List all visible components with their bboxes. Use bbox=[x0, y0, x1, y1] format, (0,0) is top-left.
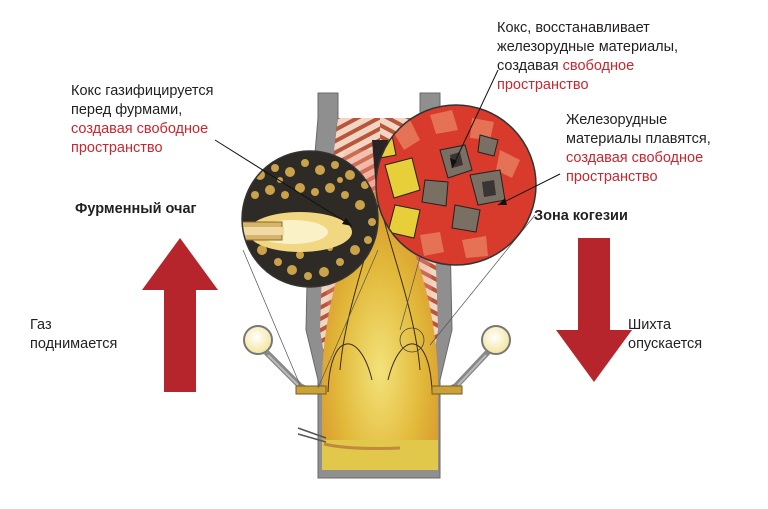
coke-gasified-line4: пространство bbox=[71, 140, 163, 156]
burden-descends-line2: опускается bbox=[628, 336, 703, 352]
burden-descends-label: Шихта опускается bbox=[628, 316, 702, 354]
coke-gasified-line2: перед фурмами, bbox=[71, 102, 183, 118]
left-tuyere bbox=[243, 325, 327, 395]
cohesive-zone-zoom-circle bbox=[376, 105, 536, 265]
coke-gasified-line1: Кокс газифицируется bbox=[71, 83, 214, 99]
gas-rises-line1: Газ bbox=[30, 317, 52, 333]
raceway-zoom-circle bbox=[242, 151, 378, 287]
gas-rises-arrow bbox=[142, 238, 218, 392]
raceway-label: Фурменный очаг bbox=[75, 201, 197, 217]
ore-melts-line2: материалы плавятся, bbox=[566, 131, 711, 147]
ore-melts-line4: пространство bbox=[566, 169, 658, 185]
ore-melts-line3: создавая свободное bbox=[566, 150, 704, 166]
gas-rises-line2: поднимается bbox=[30, 336, 118, 352]
coke-reduces-callout: Кокс, восстанавливает железорудные матер… bbox=[497, 19, 678, 95]
coke-gasified-callout: Кокс газифицируется перед фурмами, созда… bbox=[71, 82, 214, 158]
burden-descends-arrow bbox=[556, 238, 632, 382]
right-tuyere bbox=[431, 325, 511, 395]
taphole bbox=[297, 427, 327, 443]
coke-reduces-line2: железорудные материалы, bbox=[497, 39, 679, 55]
coke-reduces-line3b: свободное bbox=[562, 58, 635, 74]
coke-gasified-line3: создавая свободное bbox=[71, 121, 209, 137]
coke-reduces-line4: пространство bbox=[497, 77, 589, 93]
coke-reduces-line3a: создавая bbox=[497, 58, 563, 74]
callout-pointers bbox=[214, 69, 561, 227]
gas-rises-label: Газ поднимается bbox=[30, 316, 117, 354]
ore-melts-line1: Железорудные bbox=[566, 112, 668, 128]
ore-melts-callout: Железорудные материалы плавятся, создава… bbox=[566, 111, 711, 187]
burden-descends-line1: Шихта bbox=[628, 317, 672, 333]
cohesive-zone-label: Зона когезии bbox=[534, 208, 628, 224]
coke-reduces-line1: Кокс, восстанавливает bbox=[497, 20, 650, 36]
